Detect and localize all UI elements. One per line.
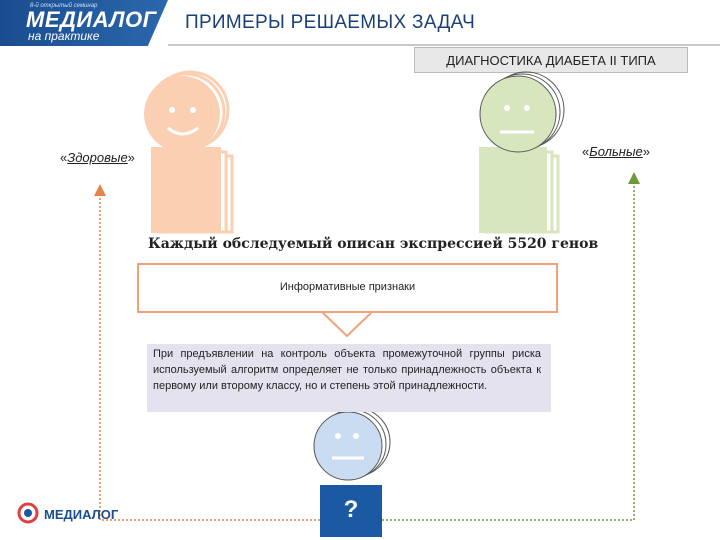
footer-logo-mark — [17, 502, 39, 524]
page-title: ПРИМЕРЫ РЕШАЕМЫХ ЗАДАЧ — [185, 12, 476, 33]
footer-logo-text: МЕДИАЛОГ — [44, 507, 119, 522]
medialog-logo: 8-й открытый семинар МЕДИАЛОГ на практик… — [0, 0, 168, 46]
callout-pointer — [319, 311, 375, 338]
informative-features-box: Информативные признаки — [137, 263, 558, 313]
diagnosis-subtitle: ДИАГНОСТИКА ДИАБЕТА II ТИПА — [414, 47, 688, 73]
healthy-group-figures — [144, 70, 234, 234]
expression-caption: Каждый обследуемый описан экспрессией 55… — [148, 236, 599, 252]
healthy-label: «Здоровые» — [60, 150, 135, 165]
arrow-to-sick — [382, 172, 640, 521]
unknown-patient-figure — [313, 407, 391, 481]
logo-sub-text: на практике — [28, 29, 100, 43]
unknown-question-mark: ? — [320, 485, 382, 537]
header-divider — [168, 44, 720, 46]
algorithm-description: При предъявлении на контроль объекта про… — [147, 344, 551, 412]
logo-main-text: МЕДИАЛОГ — [26, 7, 157, 32]
sick-label-text: Больные — [589, 144, 643, 159]
sick-label: «Больные» — [582, 144, 650, 159]
logo-small-text: 8-й открытый семинар — [30, 3, 98, 9]
arrow-to-healthy — [94, 184, 320, 521]
header: 8-й открытый семинар МЕДИАЛОГ на практик… — [0, 0, 720, 46]
healthy-label-text: Здоровые — [67, 150, 128, 165]
informative-features-text: Информативные признаки — [279, 281, 416, 293]
sick-group-figures — [479, 71, 565, 234]
